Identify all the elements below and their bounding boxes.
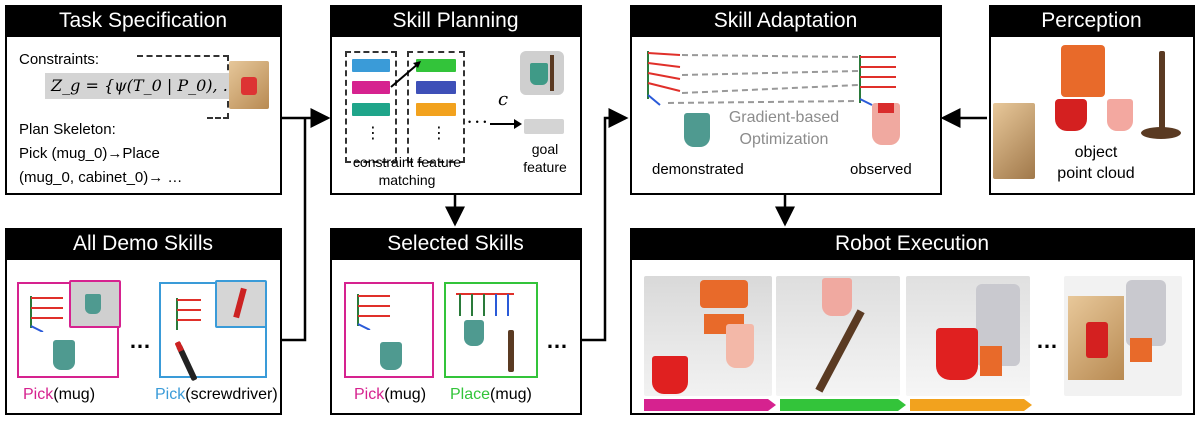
all-demo-skills-panel: All Demo Skills … <box>4 228 282 415</box>
feature-column-ellipsis-right: ⋮ <box>431 125 447 142</box>
skill-planning-title: Skill Planning <box>329 5 582 37</box>
robot-execution-title: Robot Execution <box>629 228 1195 260</box>
point-cloud-gripper <box>1061 45 1105 97</box>
perception-label-1: object <box>1074 144 1118 161</box>
selected-pick-label: Pick(mug) <box>354 386 426 404</box>
gradient-based-label-2: Optimization <box>739 131 829 148</box>
constraint-feature-matching-label-2: matching <box>378 172 436 188</box>
skill-planning-panel: Skill Planning ⋮ ⋮ constraint feature ma… <box>329 5 582 195</box>
pick-mug-label: Pick(mug) <box>23 386 95 404</box>
perception-panel: Perception object point cloud <box>988 5 1195 195</box>
point-cloud-red-mug <box>1055 99 1087 131</box>
selected-place-mug <box>464 320 484 346</box>
task-specification-panel: Task Specification Constraints: Z_g = {ψ… <box>4 5 282 195</box>
pick-mug-grasp-frames <box>30 296 63 332</box>
match-arrow <box>390 61 421 88</box>
robot-execution-panel: Robot Execution … <box>629 228 1195 415</box>
cost-symbol-c: c <box>498 89 509 110</box>
selected-skills-title: Selected Skills <box>329 228 582 260</box>
to-goal-arrow <box>490 119 522 129</box>
execution-phase-bar <box>644 399 1032 411</box>
pick-screwdriver-grasp-frames <box>176 298 201 330</box>
plan-skeleton-line-1: Pick (mug_0)→Place <box>19 145 160 162</box>
pick-mug-demo-mug <box>53 340 75 370</box>
demonstrated-label: demonstrated <box>652 161 744 178</box>
phase-place-arrow <box>780 399 906 411</box>
goal-image-thumbnail <box>520 51 564 95</box>
selected-feature-column <box>407 51 465 163</box>
pick-mug-label-object: (mug) <box>53 386 96 403</box>
selected-place-mug-frame <box>444 282 538 378</box>
execution-frame-1 <box>644 276 772 396</box>
selected-pick-grasp-frames <box>357 294 390 330</box>
feature-bar-green <box>416 59 456 72</box>
arrow-selected-to-adaptation <box>582 108 629 342</box>
pick-screwdriver-demo-frame <box>159 280 267 382</box>
demonstrated-mug-icon <box>684 113 710 147</box>
pick-mug-label-verb: Pick <box>23 386 54 403</box>
demo-skills-ellipsis: … <box>129 328 151 353</box>
pick-mug-demo-frame <box>17 280 121 378</box>
phase-next-arrow <box>910 399 1032 411</box>
feature-bar-teal <box>352 103 390 116</box>
execution-frame-3 <box>906 276 1030 396</box>
selected-pick-label-verb: Pick <box>354 386 385 403</box>
phase-pick-arrow <box>644 399 776 411</box>
gradient-based-label-1: Gradient-based <box>728 109 840 126</box>
constraint-feature-matching-label-1: constraint feature <box>352 154 462 170</box>
selected-skills-ellipsis: … <box>546 328 568 353</box>
goal-feature-label-2: feature <box>523 159 567 175</box>
observed-mug-icon <box>872 103 900 145</box>
trajectory-alignment <box>647 51 896 106</box>
feature-bar-magenta <box>352 81 390 94</box>
selected-place-frames <box>456 293 514 316</box>
all-demo-skills-title: All Demo Skills <box>4 228 282 260</box>
plan-skeleton-label: Plan Skeleton: <box>19 121 116 138</box>
search-dots: • • • <box>468 117 488 127</box>
selected-mug-tree <box>508 330 514 372</box>
selected-pick-mug <box>380 342 402 370</box>
point-cloud-mug-tree <box>1159 51 1165 131</box>
execution-frame-4 <box>1064 276 1182 396</box>
selected-pick-label-object: (mug) <box>384 386 427 403</box>
selected-skills-panel: Selected Skills … <box>329 228 582 415</box>
point-cloud-pink-mug <box>1107 99 1133 131</box>
constraints-label: Constraints: <box>19 51 100 68</box>
selected-place-label-verb: Place <box>450 386 491 403</box>
feature-bar-blue <box>352 59 390 72</box>
pick-screwdriver-label-verb: Pick <box>155 386 186 403</box>
arrow-demo-to-planning <box>282 118 307 342</box>
pick-mug-zoom-inset <box>69 280 121 328</box>
skill-adaptation-title: Skill Adaptation <box>629 5 942 37</box>
execution-frame-2 <box>776 276 900 396</box>
selected-place-label: Place(mug) <box>450 386 532 404</box>
task-specification-title: Task Specification <box>4 5 282 37</box>
pick-screwdriver-label: Pick(screwdriver) <box>155 386 278 404</box>
plan-skeleton-line-2: (mug_0, cabinet_0)→ … <box>19 169 183 186</box>
demo-feature-column <box>345 51 397 163</box>
perception-label-2: point cloud <box>1057 165 1135 182</box>
observed-label: observed <box>850 161 912 178</box>
screwdriver-object <box>174 340 198 382</box>
feature-column-ellipsis-left: ⋮ <box>365 125 381 142</box>
selected-pick-mug-frame <box>344 282 434 378</box>
constraint-dashed-link-lower <box>207 79 229 119</box>
feature-bar-indigo <box>416 81 456 94</box>
cabinet-thumbnail <box>229 61 269 109</box>
selected-place-label-object: (mug) <box>490 386 532 403</box>
point-cloud-mug-tree-base <box>1141 127 1181 139</box>
goal-constraint-formula: Z_g = {ψ(T_0 | P_0), …} <box>45 73 255 99</box>
pick-screwdriver-label-object: (screwdriver) <box>185 386 278 403</box>
skill-adaptation-panel: Skill Adaptation Gradient-based Optimiza… <box>629 5 942 195</box>
perception-title: Perception <box>988 5 1195 37</box>
pick-screwdriver-zoom-inset <box>215 280 267 328</box>
feature-bar-orange <box>416 103 456 116</box>
goal-feature-bar <box>524 119 564 134</box>
execution-ellipsis: … <box>1036 328 1058 353</box>
point-cloud-cabinet <box>993 103 1035 179</box>
goal-feature-label-1: goal <box>531 141 559 157</box>
